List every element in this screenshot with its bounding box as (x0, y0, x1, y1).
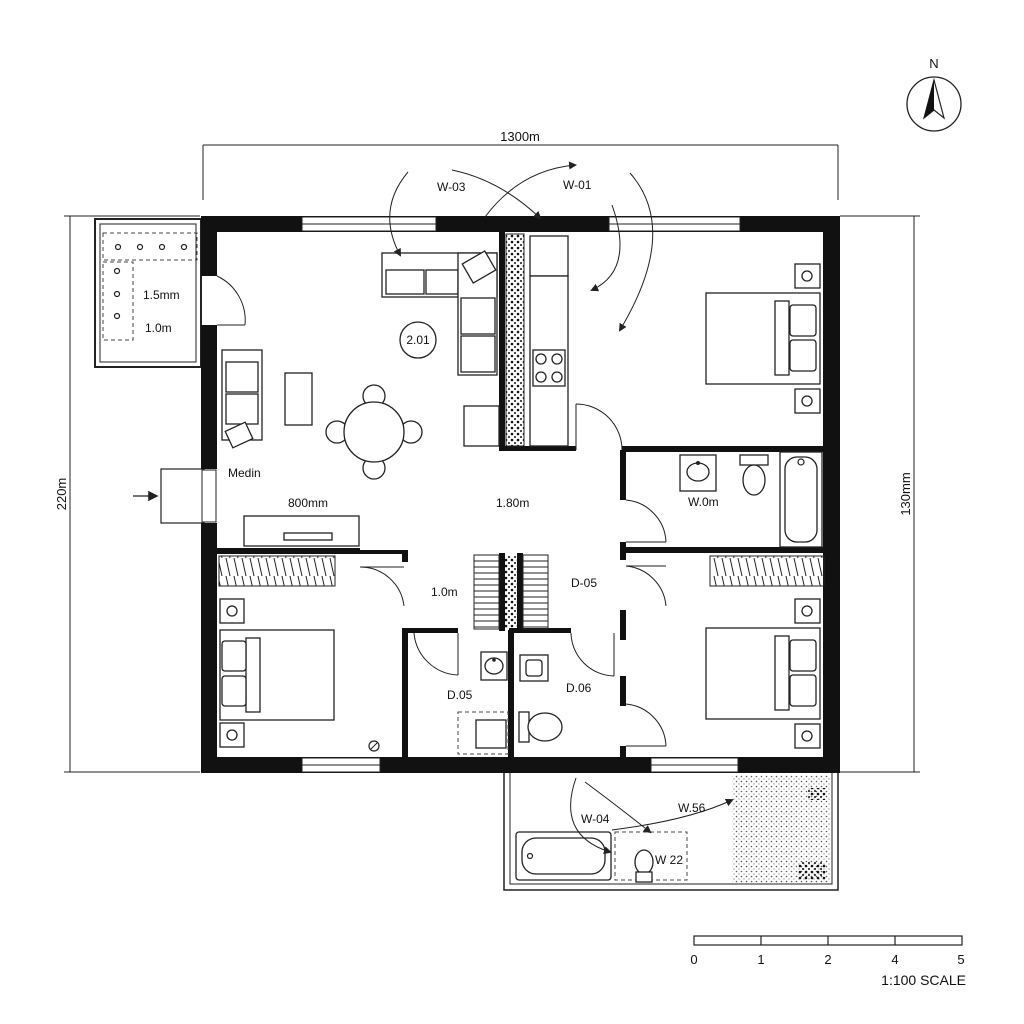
scale-label: 1:100 SCALE (881, 972, 966, 988)
corridor-width-label: 1.0m (431, 585, 458, 599)
north-arrow-icon (906, 76, 962, 132)
wc-sink-left-icon (480, 651, 508, 681)
staircase (473, 554, 549, 630)
tv-console (243, 515, 360, 547)
hall-width-label: 1.80m (496, 496, 529, 510)
bathtub-icon (515, 831, 612, 881)
kitchen-counter (529, 235, 569, 447)
nightstand-icon (794, 263, 821, 414)
patio-width-label: 1.5mm (143, 288, 180, 302)
nightstand-icon-2 (794, 598, 821, 749)
living-room-number: 2.01 (406, 333, 430, 347)
dimension-lines (64, 144, 920, 773)
scale-tick-3: 4 (891, 952, 898, 967)
bed-icon-3 (219, 629, 335, 721)
window-w01: W-01 (563, 178, 592, 192)
bathroom-sink-icon (679, 454, 717, 492)
sectional-sofa-icon (381, 250, 498, 376)
scale-tick-4: 5 (957, 952, 964, 967)
door-d06: D.06 (566, 681, 592, 695)
toilet-icon (634, 849, 654, 883)
bathroom-tub-icon (779, 451, 823, 548)
stove-icon (535, 353, 563, 383)
dimension-top: 1300m (500, 129, 540, 144)
scale-tick-2: 2 (824, 952, 831, 967)
scale-tick-1: 1 (757, 952, 764, 967)
bathroom-toilet-icon (739, 454, 769, 496)
window-w03: W-03 (437, 180, 466, 194)
patio (94, 218, 202, 368)
pencil-mark-icon (368, 740, 380, 752)
bed-icon-2 (705, 627, 821, 720)
window-w04: W-04 (581, 812, 610, 826)
wc-toilet-left-icon (475, 719, 507, 749)
nightstand-icon-3 (219, 598, 245, 748)
dimension-right: 130mm (898, 472, 913, 515)
dining-table-icon (325, 384, 423, 480)
interior-walls (217, 228, 827, 760)
bed-icon (705, 292, 821, 385)
window-w56: W.56 (678, 801, 706, 815)
bathroom-label: W.0m (688, 495, 719, 509)
door-d05-right: D-05 (571, 576, 597, 590)
side-sofa-icon (221, 349, 263, 449)
wc-toilet-right-icon (518, 711, 563, 743)
door-d05-left: D.05 (447, 688, 473, 702)
kitchen-partition (505, 233, 525, 447)
patio-depth-label: 1.0m (145, 321, 172, 335)
wc-sink-right-icon (519, 654, 549, 682)
window-swing-arrows (389, 161, 734, 855)
wc-shower-left (457, 711, 509, 755)
stair-core (505, 556, 517, 628)
north-label: N (929, 56, 938, 71)
scale-bar (693, 935, 963, 946)
kitchen-stool (463, 405, 500, 447)
living-width-label: 800mm (288, 496, 328, 510)
living-room-name: Medin (228, 466, 261, 480)
wardrobe-right (709, 555, 825, 587)
scale-tick-0: 0 (690, 952, 697, 967)
entrance (133, 468, 205, 524)
windows (201, 216, 741, 773)
coffee-table (284, 372, 313, 426)
room-tag-circle (399, 321, 437, 359)
wardrobe-left (218, 555, 336, 587)
window-w22: W 22 (655, 853, 683, 867)
dimension-left: 220m (54, 478, 69, 511)
